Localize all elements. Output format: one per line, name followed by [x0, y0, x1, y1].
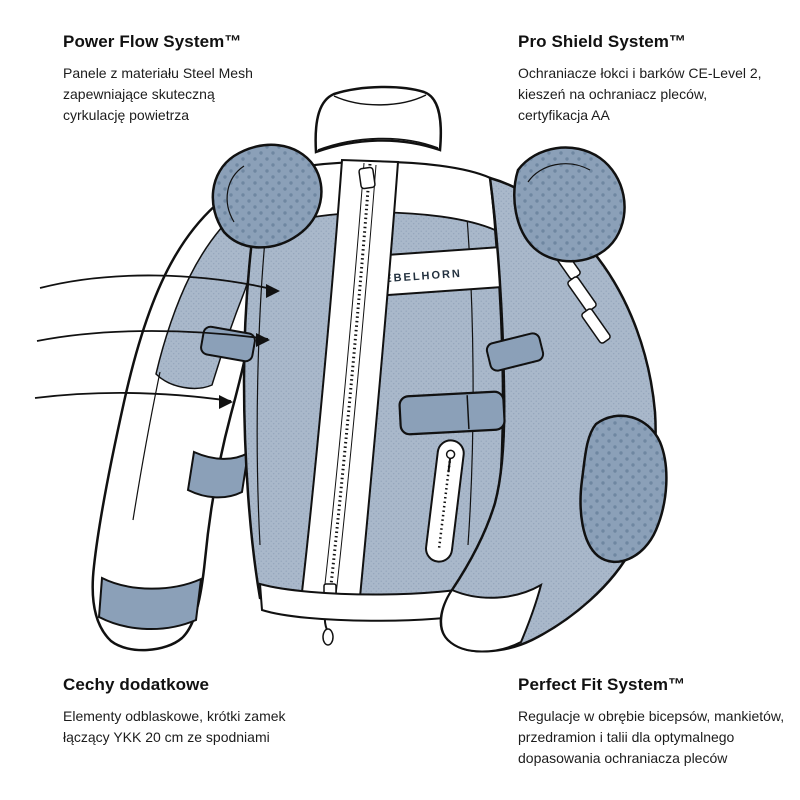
annotation-extra-features-title: Cechy dodatkowe — [63, 675, 210, 694]
annotation-power-flow-description: Panele z materiału Steel Mesh zapewniają… — [63, 65, 253, 123]
right-cuff — [440, 582, 543, 653]
annotation-perfect-fit-title: Perfect Fit System™ — [518, 675, 686, 694]
left-forearm-strap — [186, 450, 250, 499]
annotation-pro-shield-description: Ochraniacze łokci i barków CE-Level 2, k… — [518, 65, 762, 123]
elbow-pad — [579, 414, 668, 564]
airflow-arrows — [34, 274, 280, 409]
left-cuff-strap — [97, 576, 203, 631]
annotation-pro-shield: Pro Shield System™ Ochraniacze łokci i b… — [518, 32, 790, 126]
annotation-perfect-fit: Perfect Fit System™ Regulacje w obrębie … — [518, 675, 790, 769]
annotation-perfect-fit-description: Regulacje w obrębie bicepsów, mankietów,… — [518, 708, 785, 766]
annotation-power-flow: Power Flow System™ Panele z materiału St… — [63, 32, 335, 126]
zipper-pull-top — [358, 166, 376, 190]
shoulder-pad-right — [513, 146, 626, 263]
chest-band: REBELHORN — [357, 245, 505, 298]
collar — [314, 85, 443, 154]
chest-pocket-zipper — [425, 439, 465, 563]
annotation-power-flow-title: Power Flow System™ — [63, 32, 242, 51]
annotation-extra-features-description: Elementy odblaskowe, krótki zamek łącząc… — [63, 708, 286, 745]
zipper-pull-bottom — [322, 628, 334, 646]
waist-strap — [398, 390, 506, 436]
shoulder-pad-left — [211, 143, 323, 249]
left-sleeve — [91, 174, 264, 652]
annotation-extra-features: Cechy dodatkowe Elementy odblaskowe, kró… — [63, 675, 335, 748]
right-side-strap — [485, 332, 545, 372]
annotation-pro-shield-title: Pro Shield System™ — [518, 32, 687, 51]
